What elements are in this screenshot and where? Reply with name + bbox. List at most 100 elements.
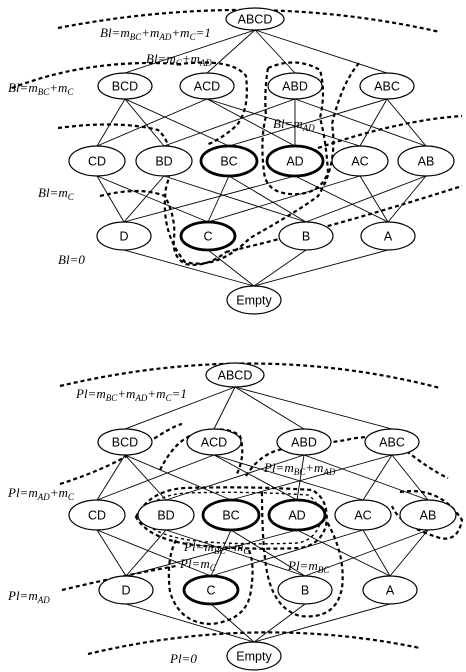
pl-edge-ABC-AB	[391, 454, 429, 501]
pl-edge-BD-D	[125, 529, 167, 577]
svg-text:BC: BC	[222, 509, 239, 523]
pl-edge-AB-A	[389, 529, 429, 577]
bl-edge-BCD-BC	[124, 98, 230, 147]
bl-annotation-top: Bl=mBC+mAD+mC=1	[100, 25, 211, 42]
bl-boundary-c-right	[225, 184, 463, 254]
svg-text:ABC: ABC	[379, 436, 405, 450]
pl-boundary-bc-c-outer	[134, 486, 328, 550]
bl-annotation-bc-c: Bl=mBC+mC	[8, 80, 74, 97]
bl-edge-ABCD-ACD	[206, 29, 256, 74]
svg-text:BD: BD	[155, 155, 172, 169]
svg-text:B: B	[302, 230, 310, 244]
pl-node-BC: BC	[201, 498, 261, 532]
bl-edge-ABD-BD	[163, 98, 296, 147]
bl-node-C: C	[179, 220, 237, 252]
pl-annotation-c: Pl=mC	[179, 556, 217, 573]
svg-text:BC: BC	[220, 155, 237, 169]
bl-node-AB: AB	[397, 145, 455, 177]
svg-text:A: A	[384, 230, 393, 244]
svg-text:ABCD: ABCD	[238, 13, 273, 27]
pl-edge-BCD-BC	[124, 454, 232, 501]
svg-text:AB: AB	[418, 155, 435, 169]
bl-edge-BCD-BD	[124, 98, 165, 147]
bl-boundary-c	[99, 189, 227, 266]
pl-node-A: A	[362, 575, 418, 605]
pl-edge-AC-C	[210, 529, 364, 577]
pl-boundary-top	[59, 362, 441, 390]
bl-edge-ABD-AB	[294, 98, 427, 147]
pl-edges	[96, 386, 429, 643]
svg-text:AC: AC	[354, 509, 371, 523]
pl-edge-D-Empty	[125, 603, 255, 643]
pl-edge-ABD-BD	[165, 454, 305, 501]
pl-annotation-ad-c: Pl=mAD+mC	[7, 485, 75, 502]
pl-annotation-zero: Pl=0	[169, 651, 197, 666]
bl-boundary-ad-right	[317, 114, 463, 150]
pl-edge-BC-C	[210, 529, 232, 577]
bl-annotations: Bl=mBC+mAD+mC=1 Bl=mC+mAD Bl=mBC+mC Bl=m…	[8, 25, 315, 267]
bl-edge-ABCD-BCD	[124, 29, 256, 74]
bl-node-BC: BC	[199, 144, 259, 178]
pl-edge-ABC-BC	[230, 454, 393, 501]
bl-edge-AB-B	[305, 175, 427, 223]
bl-edge-BC-B	[228, 175, 307, 223]
bl-edge-AB-A	[387, 175, 427, 223]
bl-edge-AC-C	[207, 175, 361, 223]
bl-annotation-c-ad: Bl=mC+mAD	[146, 51, 212, 68]
pl-edge-BCD-BD	[124, 454, 167, 501]
bl-edge-A-Empty	[253, 249, 389, 287]
pl-annotation-ad: Pl=mAD	[7, 588, 50, 605]
pl-annotation-bc: Pl=mBC	[287, 558, 330, 575]
bl-edge-D-Empty	[123, 249, 255, 287]
bl-edge-AC-A	[359, 175, 389, 223]
svg-text:ABCD: ABCD	[218, 369, 253, 383]
pl-edge-ACD-AD	[213, 454, 298, 501]
bl-edge-ACD-AC	[206, 98, 361, 147]
bl-boundary-ad	[261, 61, 330, 196]
bl-node-ABD: ABD	[267, 72, 323, 100]
svg-text:AD: AD	[288, 509, 305, 523]
pl-node-AD: AD	[267, 498, 327, 532]
svg-text:BD: BD	[157, 509, 174, 523]
bl-node-D: D	[96, 221, 152, 251]
pl-edge-B-Empty	[253, 603, 306, 643]
bl-edge-ABCD-ABD	[254, 29, 296, 74]
bl-annotation-c: Bl=mC	[38, 185, 75, 202]
pl-edge-ABCD-ACD	[213, 386, 236, 430]
pl-edge-AC-A	[362, 529, 391, 577]
pl-edge-ABD-AD	[296, 454, 305, 501]
bl-node-CD: CD	[68, 145, 126, 177]
pl-annotation-bc-c: Pl=mBC+mC	[183, 539, 250, 556]
bl-edge-ABC-BC	[228, 98, 388, 147]
bl-node-A: A	[360, 221, 416, 251]
pl-node-ABCD: ABCD	[205, 362, 265, 388]
bl-node-AD: AD	[265, 144, 325, 178]
pl-edge-AD-D	[125, 529, 298, 577]
pl-annotations: Pl=mBC+mAD+mC=1 Pl=mBC+mAD Pl=mAD+mC Pl=…	[7, 386, 336, 666]
bl-nodes: ABCD BCD ACD ABD ABC CD BD BC AD AC AB D…	[68, 7, 455, 315]
svg-text:BCD: BCD	[112, 80, 138, 94]
svg-text:Empty: Empty	[236, 294, 272, 308]
pl-edge-ABCD-BCD	[124, 386, 236, 430]
bl-node-BCD: BCD	[97, 72, 153, 100]
pl-edge-BD-B	[165, 529, 306, 577]
pl-node-BCD: BCD	[97, 428, 153, 456]
svg-text:D: D	[121, 584, 130, 598]
bl-edge-CD-D	[96, 175, 125, 223]
bl-node-B: B	[278, 221, 334, 251]
svg-text:ABD: ABD	[282, 80, 308, 94]
bl-annotation-zero: Bl=0	[58, 252, 85, 267]
pl-node-ABD: ABD	[276, 428, 332, 456]
bl-edge-CD-C	[96, 175, 209, 223]
svg-text:C: C	[203, 230, 212, 244]
pl-edge-ABCD-ABC	[234, 386, 393, 430]
pl-node-CD: CD	[68, 499, 126, 531]
bl-edge-ACD-CD	[96, 98, 208, 147]
bl-node-BD: BD	[135, 145, 193, 177]
pl-edge-ABD-AB	[303, 454, 429, 501]
pl-edge-A-Empty	[253, 603, 391, 643]
pl-edge-ABCD-ABD	[234, 386, 305, 430]
bl-node-ABC: ABC	[359, 72, 415, 100]
pl-edge-AB-B	[304, 529, 429, 577]
pl-edge-ABC-AC	[362, 454, 393, 501]
